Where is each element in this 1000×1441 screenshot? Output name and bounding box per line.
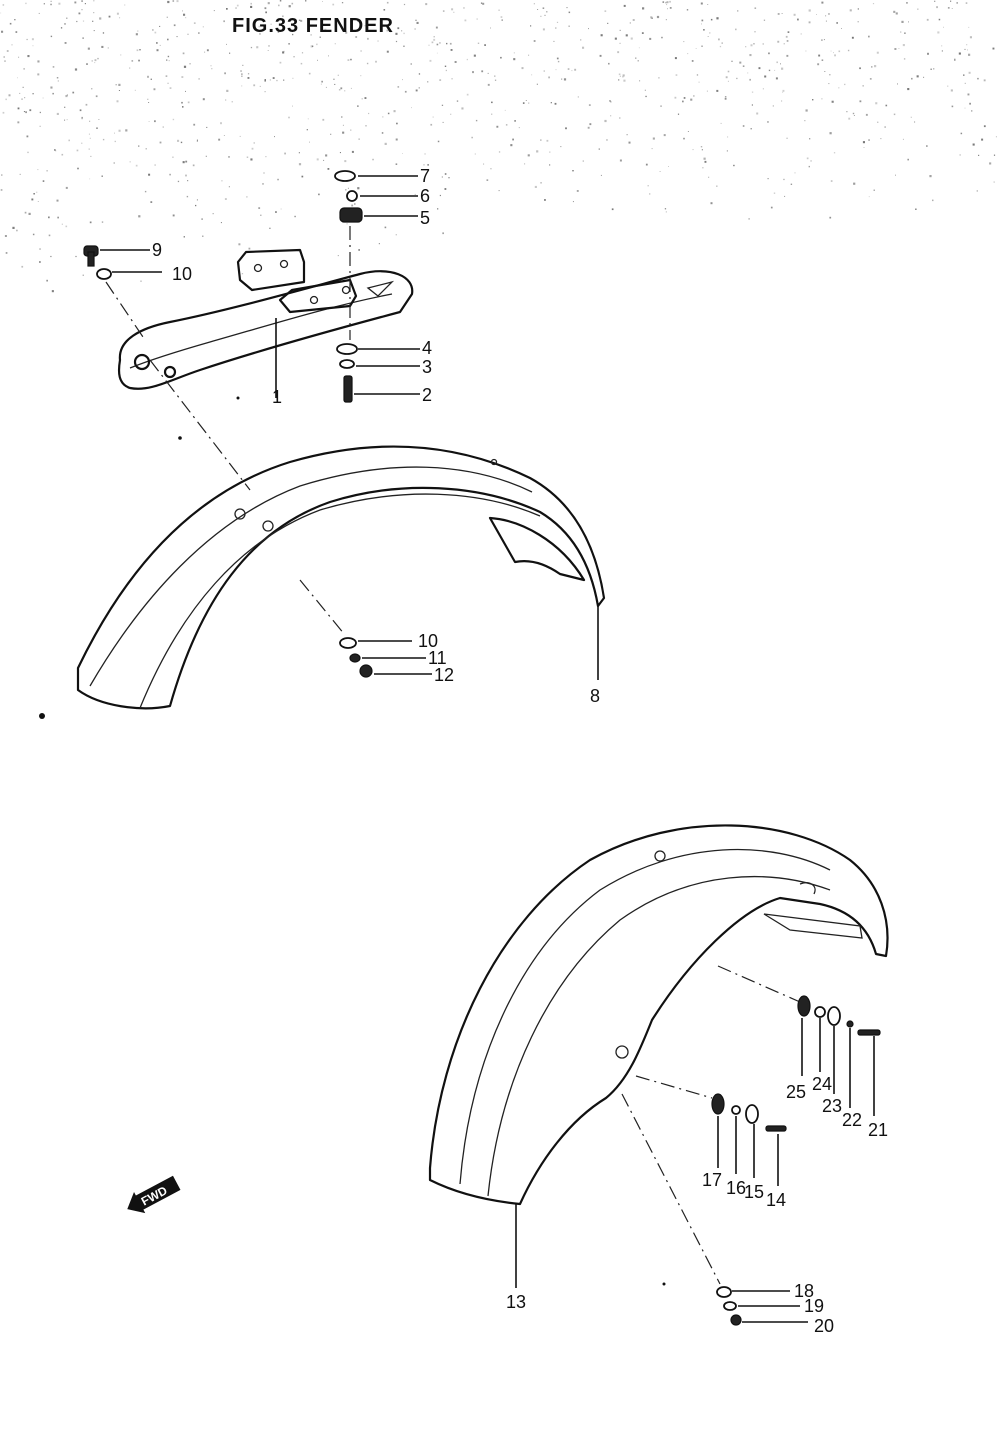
lock-washer-11: [349, 653, 361, 663]
callout-20: 20: [814, 1316, 834, 1336]
callout-19: 19: [804, 1296, 824, 1316]
callout-11: 11: [428, 648, 447, 668]
callout-8: 8: [590, 686, 600, 706]
bolt-14: [765, 1125, 787, 1132]
figure-title: FIG.33 FENDER: [232, 15, 394, 37]
callout-17: 17: [702, 1170, 722, 1190]
nut-12: [359, 664, 373, 678]
callout-10: 10: [172, 264, 192, 284]
callout-15: 15: [744, 1182, 764, 1202]
callout-3: 3: [422, 357, 432, 377]
washer-19: [723, 1301, 737, 1311]
washer-7: [334, 170, 356, 182]
lock-washer-6: [346, 190, 358, 202]
washer-18: [716, 1286, 732, 1298]
callout-1: 1: [272, 387, 282, 407]
callout-21: 21: [868, 1120, 888, 1140]
washer-23: [827, 1006, 841, 1026]
washer-10b: [339, 637, 357, 649]
washer-10: [96, 268, 112, 280]
callout-13: 13: [506, 1292, 526, 1312]
callout-24: 24: [812, 1074, 832, 1094]
washer-15: [745, 1104, 759, 1124]
nut-20: [730, 1314, 742, 1326]
callout-25: 25: [786, 1082, 806, 1102]
callout-7: 7: [420, 166, 430, 186]
front-fender-hardware: [339, 637, 373, 678]
callout-9: 9: [152, 240, 162, 260]
washer-24: [814, 1006, 826, 1018]
callout-14: 14: [766, 1190, 786, 1210]
callout-4: 4: [422, 338, 432, 358]
washer-3: [339, 359, 355, 369]
washer-25: [797, 995, 811, 1017]
callout-5: 5: [420, 208, 430, 228]
rear-hardware-bottom: [716, 1286, 742, 1326]
callout-22: 22: [842, 1110, 862, 1130]
forward-direction-badge: FWD: [127, 1175, 181, 1214]
callout-18: 18: [794, 1281, 814, 1301]
rear-hardware-lower: [711, 1093, 787, 1132]
callout-23: 23: [822, 1096, 842, 1116]
callout-6: 6: [420, 186, 430, 206]
callout-2: 2: [422, 385, 432, 405]
rear-hardware-upper: [797, 995, 881, 1036]
callout-10b: 10: [418, 631, 438, 651]
bolt-2: [343, 375, 353, 403]
brace-hardware-top: [334, 170, 363, 403]
callout-labels: 7 6 5 9 10 4 3 2 1 10 11 12 8 25 24 23 2…: [152, 166, 888, 1336]
rear-fender: [428, 824, 889, 1206]
bolt-21: [857, 1029, 881, 1036]
callout-12: 12: [434, 665, 454, 685]
washer-17: [711, 1093, 725, 1115]
callout-16: 16: [726, 1178, 746, 1198]
brace-hardware-left: [83, 245, 112, 280]
fender-brace: [117, 248, 414, 390]
lock-22: [846, 1020, 854, 1028]
front-fender: [76, 445, 606, 710]
print-speckle: [0, 0, 997, 293]
washer-16: [731, 1105, 741, 1115]
cushion-5: [339, 207, 363, 223]
washer-4: [336, 343, 358, 355]
